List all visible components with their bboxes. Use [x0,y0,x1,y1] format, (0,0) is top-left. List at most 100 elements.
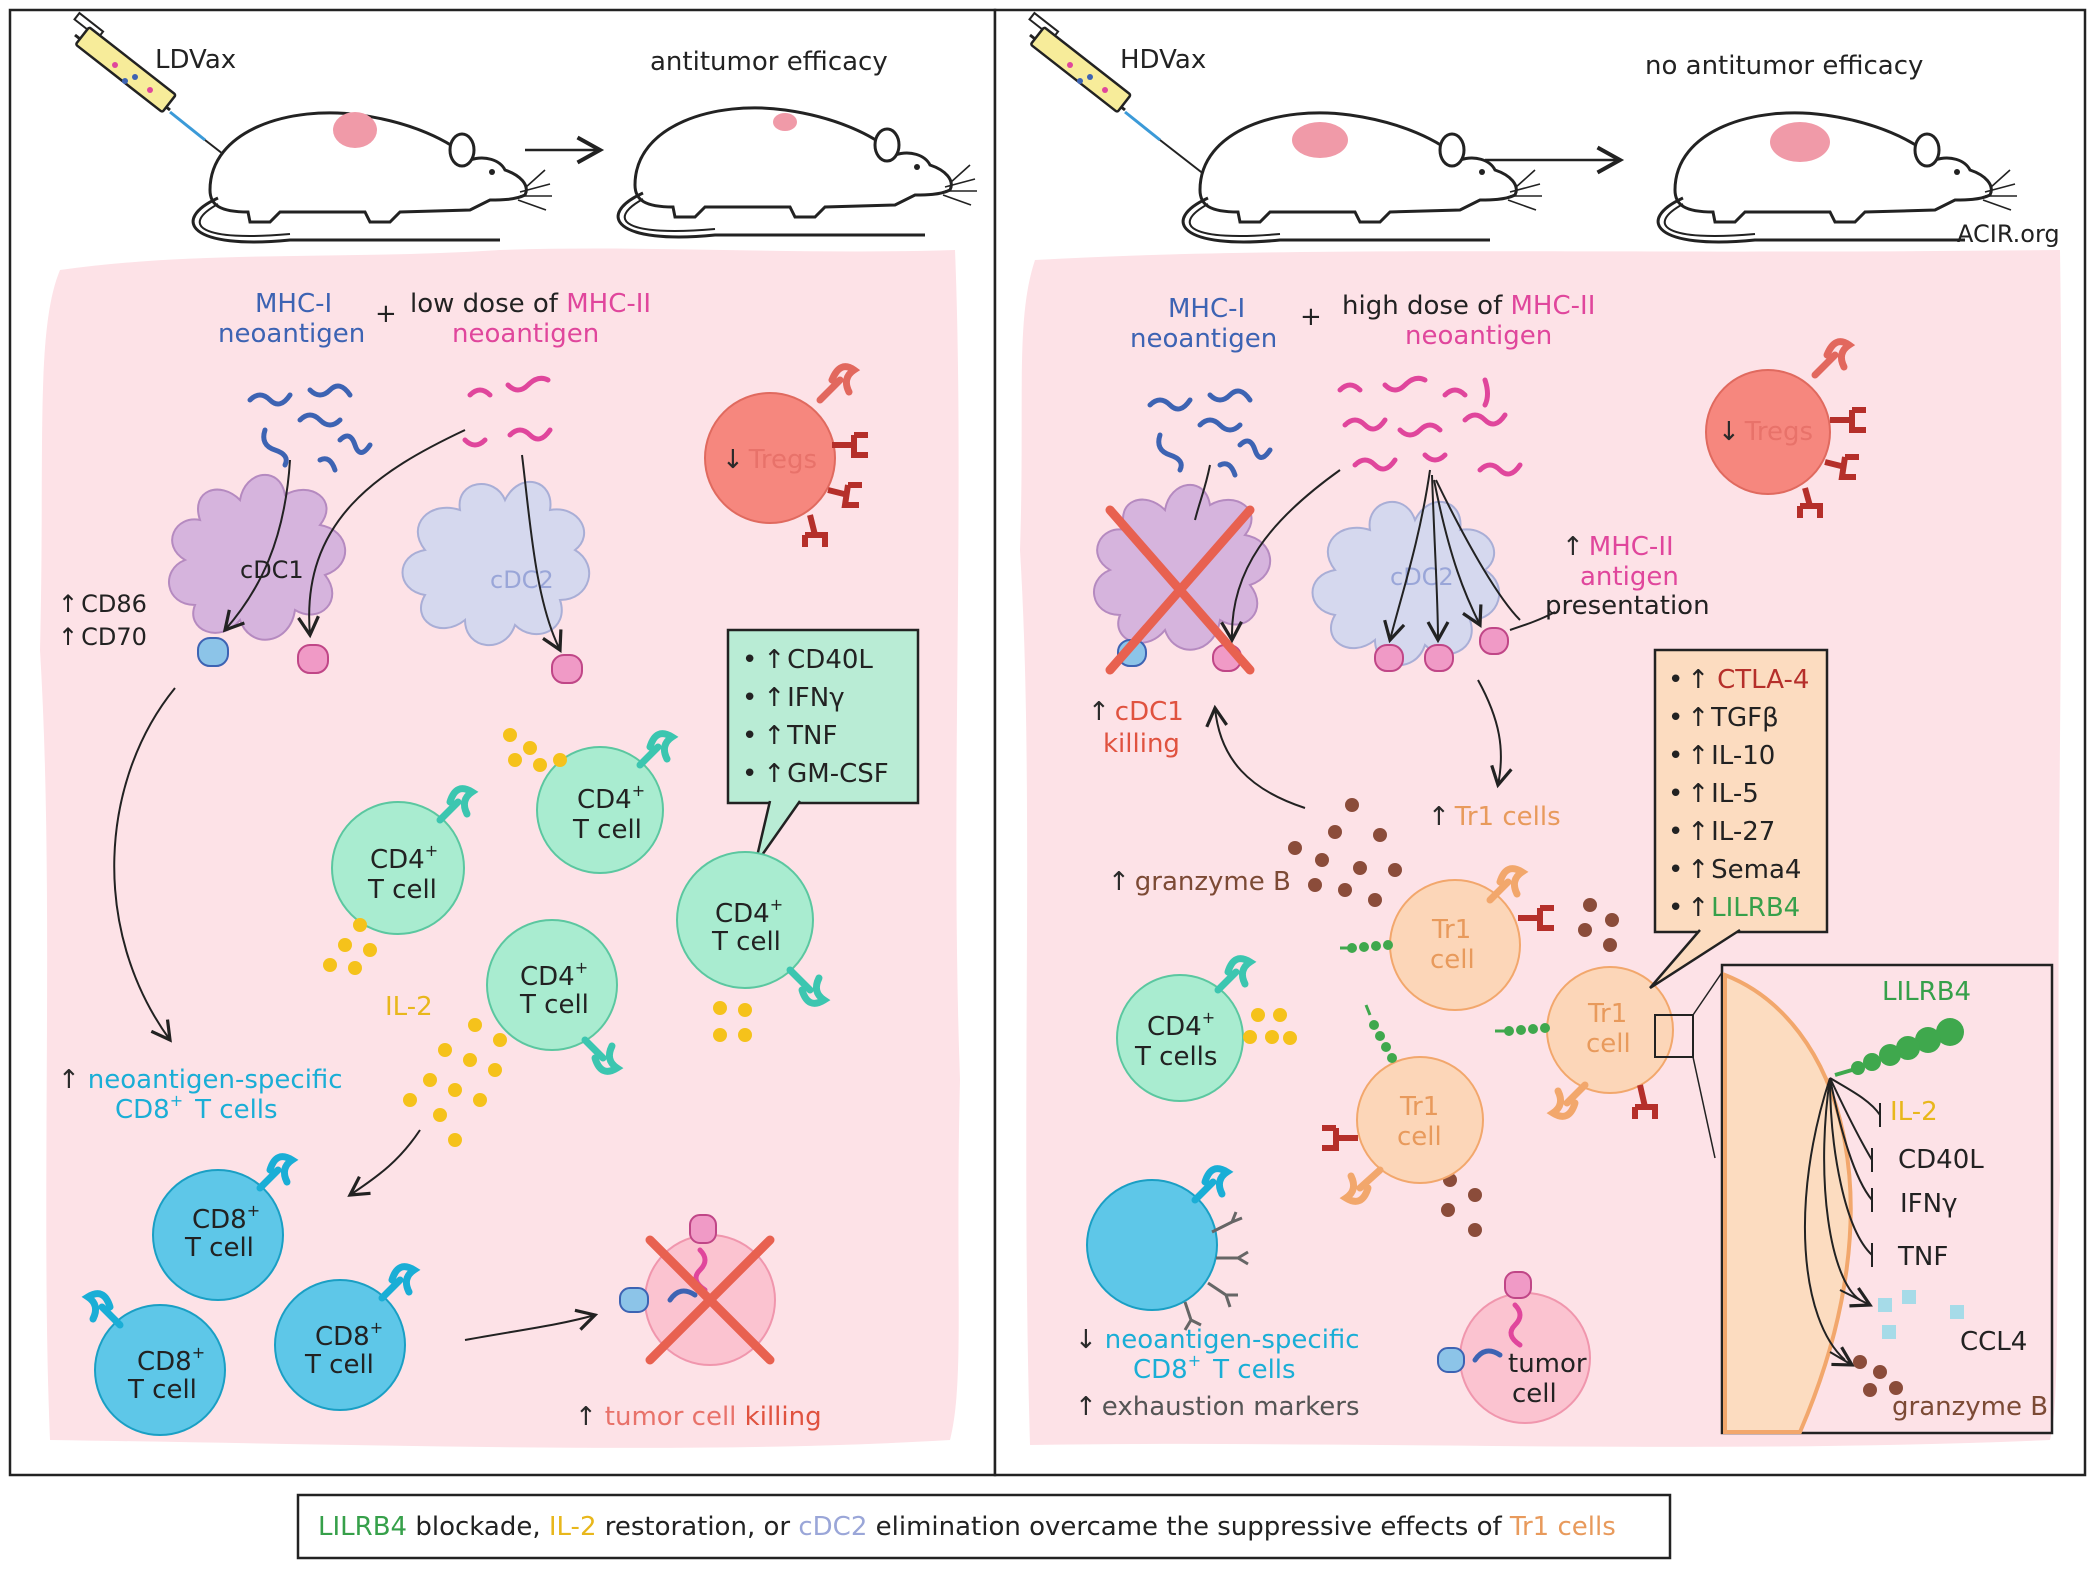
right-tr1-cell: Tr1 cell [1495,966,1674,1120]
left-tumor-small [773,113,797,131]
svg-text:cell: cell [1430,945,1475,975]
left-cd4-cell: CD4+ T cell [536,730,679,874]
svg-text:Tr1: Tr1 [1399,1092,1439,1122]
right-factor-item: •↑Sema4 [1668,855,1801,885]
right-inset-ccl4-squares [1878,1290,1964,1339]
right-mhc1-peptides [1147,388,1273,478]
right-inset-ifng: IFNγ [1900,1189,1957,1219]
left-tregs-receptor-2 [827,482,862,508]
left-outcome-label: antitumor efficacy [650,47,888,77]
right-inset-arrow-ccl4 [1839,1287,1873,1308]
svg-text:T cell: T cell [184,1233,254,1263]
left-tregs-receptor-top [816,363,861,404]
right-cdc2-label: cDC2 [1390,563,1454,591]
left-tumor-killing-label: ↑tumor cell killing [575,1402,822,1432]
right-neo-cd8-label: ↓neoantigen-specific [1075,1325,1360,1355]
left-cdc2-label: cDC2 [490,566,554,594]
right-arrow-mhc1-to-cdc1 [1194,464,1211,521]
left-tumor-cell-killed [619,1214,776,1366]
right-mhc1-neoantigen: neoantigen [1130,324,1277,354]
left-mhc2-neoantigen: neoantigen [452,319,599,349]
right-factor-item: •↑LILRB4 [1668,893,1800,923]
right-inset-cd40l: CD40L [1898,1145,1984,1175]
svg-text:CD8+: CD8+ [192,1201,260,1235]
right-inset-il2: IL-2 [1890,1097,1938,1127]
right-zoom-marker [1654,1014,1694,1058]
right-mhc2-molecule [1479,627,1509,655]
right-vaccine-label: HDVax [1120,45,1206,75]
right-presentation-pointer [1509,611,1556,631]
left-arrow-il2-to-cd8 [347,1129,421,1197]
svg-text:tumor: tumor [1508,1349,1587,1379]
credit-label: ACIR.org [1957,220,2060,248]
svg-text:CD4+: CD4+ [715,895,783,929]
right-granzyme-dots [1288,798,1619,1237]
right-factor-item: •↑IL-5 [1668,779,1759,809]
right-tumor-outcome [1770,122,1830,162]
svg-text:CD4+: CD4+ [520,958,588,992]
right-tregs-receptor-2 [1824,454,1859,480]
right-cdc1-killing-a: ↑cDC1 [1088,697,1184,727]
svg-text:T cells: T cells [1134,1042,1217,1072]
left-cd86-label: ↑CD86 [58,590,147,618]
right-mhc2-label: high dose of MHC-II [1342,291,1595,321]
right-arrow-mhc2-to-cdc1 [1220,469,1341,644]
left-cytokine-box [726,628,920,805]
svg-text:T cell: T cell [572,815,642,845]
right-tregs-label: ↓Tregs [1718,417,1813,447]
right-zoom-line-top [1692,967,1726,1016]
svg-text:cell: cell [1586,1029,1631,1059]
svg-text:CD8+: CD8+ [137,1343,205,1377]
svg-text:CD8+: CD8+ [315,1318,383,1352]
left-mhc2-peptides [462,375,553,448]
right-mhc2-molecule [1374,644,1404,672]
left-cytokine-item: •↑IFNγ [742,683,845,713]
left-tregs-receptor-3 [802,514,828,547]
left-cytokine-item: •↑TNF [742,721,837,751]
left-cytokine-item: •↑CD40L [742,645,873,675]
right-inset-granzyme: granzyme B [1892,1392,2048,1422]
right-tumor-cell: tumor cell [1437,1271,1591,1424]
right-il2-dots [1243,1008,1297,1045]
left-mhc2-label: low dose of MHC-II [410,289,651,319]
right-inset-lilrb4-receptor [1851,1018,1964,1075]
right-tr1-cell: Tr1 cell [1322,1004,1484,1205]
svg-text:cell: cell [1512,1379,1557,1409]
left-cd4-cell: CD4+ T cell [486,919,624,1075]
left-arrow-mhc2-to-cdc2 [521,454,563,653]
svg-text:T cell: T cell [711,927,781,957]
right-tr1-factor-list: •↑CTLA-4 •↑TGFβ •↑IL-10 •↑IL-5 •↑IL-27 •… [1668,665,1809,923]
right-exhaustion-label: ↑exhaustion markers [1075,1392,1360,1422]
left-tregs-label: ↓Tregs [722,445,817,475]
right-presentation-line2: antigen [1580,562,1679,592]
right-inset-arrow-granzyme [1829,1346,1855,1367]
left-neo-cd8-sub: CD8+T cells [115,1091,278,1125]
left-tregs-receptor-1 [832,432,868,458]
left-cytokine-item: •↑GM-CSF [742,759,889,789]
right-inset-tnf: TNF [1897,1242,1948,1272]
right-factor-item: •↑IL-27 [1668,817,1775,847]
right-tregs-receptor-1 [1830,407,1866,433]
left-cd8-cell: CD8+ T cell [81,1290,226,1436]
left-arrow-mhc2-to-cdc1 [297,429,466,639]
right-mhc1-label: MHC-I [1168,294,1245,324]
svg-text:CD4+: CD4+ [370,841,438,875]
right-plus: + [1300,302,1322,332]
right-tr1-cell: Tr1 cell [1340,865,1554,1011]
left-cd4-cell: CD4+ T cell [676,851,831,1007]
svg-text:T cell: T cell [127,1375,197,1405]
right-granzyme-label: ↑granzyme B [1108,867,1291,897]
left-mhc1-label: MHC-I [255,289,332,319]
right-mhc2-peptides [1337,375,1523,477]
svg-text:CD4+: CD4+ [1147,1008,1215,1042]
svg-text:Tr1: Tr1 [1587,999,1627,1029]
right-tregs-receptor-top [1811,338,1856,379]
right-factor-item: •↑IL-10 [1668,741,1775,771]
left-arrow-cd8-to-tumor [464,1308,599,1341]
left-mhc2-molecule-cdc2 [551,654,583,684]
left-arrow-mhc1-to-cdc1 [222,459,291,633]
right-cd8-cell-exhausted [1086,1165,1249,1331]
left-mhc1-peptides [247,383,373,473]
right-factor-item: •↑TGFβ [1668,703,1779,733]
